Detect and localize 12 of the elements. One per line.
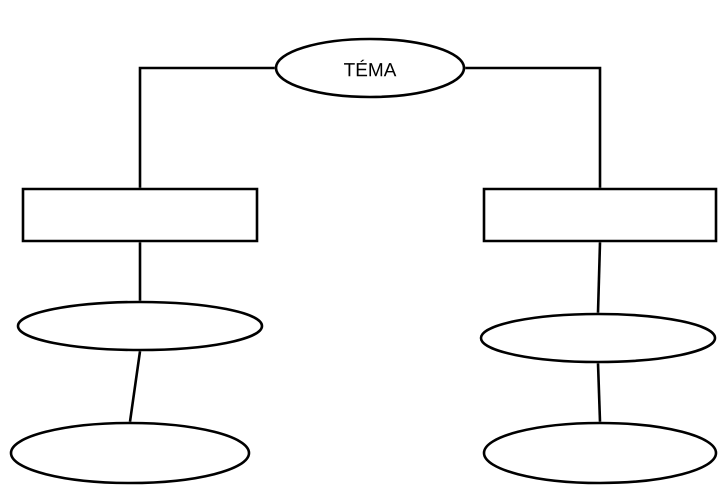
empty-ellipse — [16, 300, 264, 352]
connector-line — [138, 66, 275, 188]
empty-box — [482, 188, 718, 242]
empty-box — [22, 188, 258, 242]
connector-line — [596, 363, 602, 422]
empty-ellipse — [480, 312, 716, 364]
connector-line — [138, 242, 142, 301]
connector-line — [128, 351, 142, 422]
connector-line — [596, 242, 602, 313]
empty-ellipse — [482, 422, 718, 484]
connector-line — [465, 66, 602, 188]
empty-ellipse — [10, 422, 250, 484]
